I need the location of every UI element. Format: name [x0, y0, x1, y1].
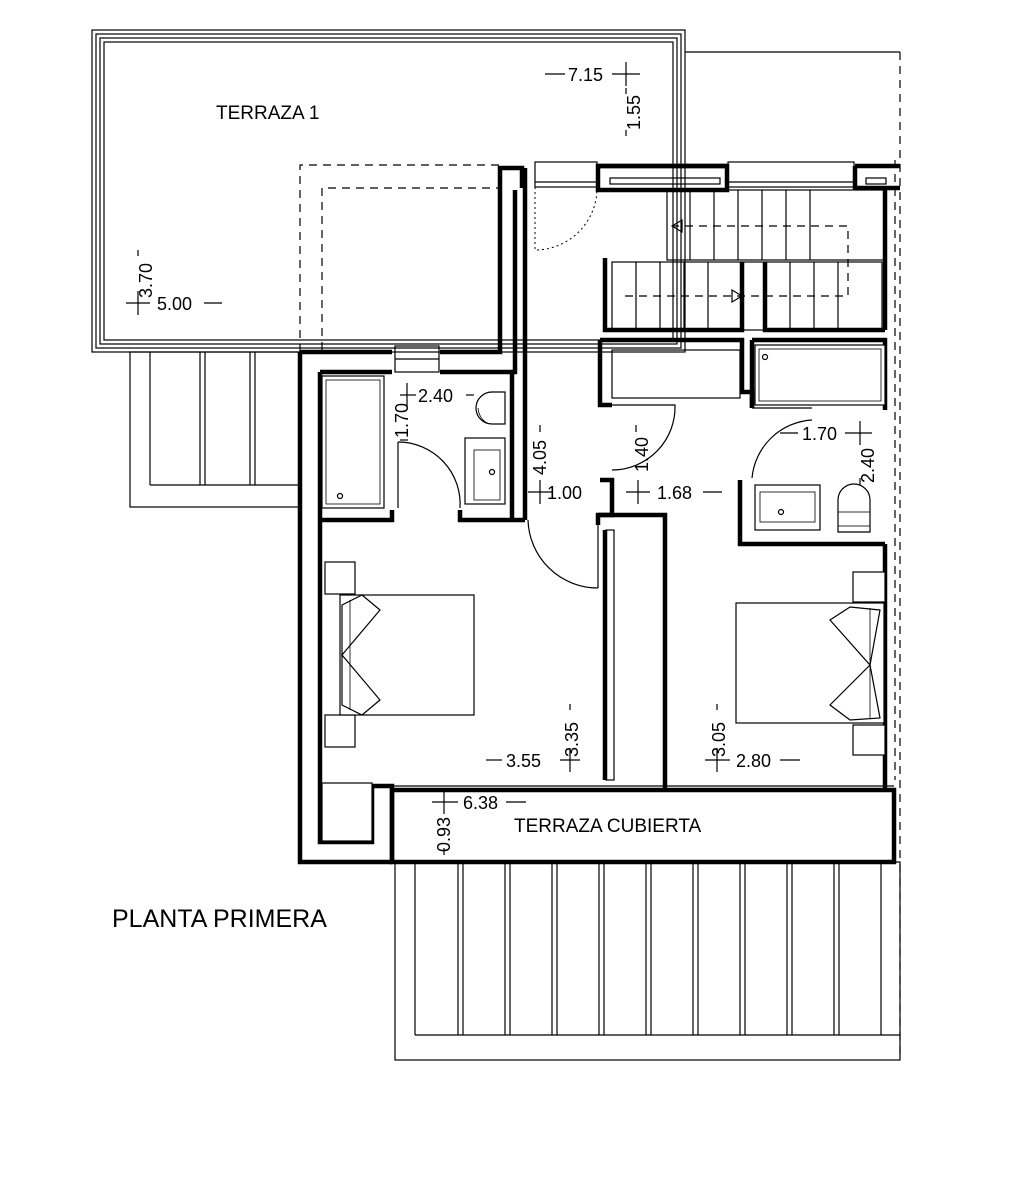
- dim-bath2-width: 1.70: [802, 424, 837, 444]
- dim-bath1-height: 1.70: [392, 403, 412, 438]
- dim-bed2-height: 3.05: [709, 722, 729, 757]
- dim-bath2-height: 2.40: [858, 448, 878, 483]
- terraza-1-pergola: [129, 351, 301, 508]
- dim-hall-width: 1.00: [547, 483, 582, 503]
- dim-hall-height: 4.05: [530, 440, 550, 475]
- terraza-cubierta-label: TERRAZA CUBIERTA: [514, 816, 702, 837]
- dim-terraza-cubierta-height: 0.93: [434, 817, 454, 852]
- windows: [394, 161, 887, 373]
- dim-terraza1-width: 5.00: [157, 294, 192, 314]
- bath-2-fixtures: [754, 344, 886, 533]
- bed-2: [735, 571, 886, 756]
- dim-terraza-cubierta-width: 6.38: [463, 793, 498, 813]
- terraza-1-label: TERRAZA 1: [216, 103, 319, 124]
- dim-corridor-width: 1.68: [657, 483, 692, 503]
- dim-terraza1-top-width: 7.15: [568, 65, 603, 85]
- dimension-ticks: [126, 62, 872, 855]
- staircase: [611, 189, 886, 331]
- bed-1: [321, 561, 475, 842]
- bath-1-fixtures: [321, 375, 506, 509]
- plan-title: PLANTA PRIMERA: [112, 905, 327, 933]
- dim-bed1-width: 3.55: [506, 751, 541, 771]
- south-pergola: [394, 861, 901, 1061]
- dim-bed2-width: 2.80: [736, 751, 771, 771]
- dim-bath1-width: 2.40: [418, 386, 453, 406]
- wardrobes: [605, 349, 741, 781]
- doors: [397, 186, 813, 589]
- dim-terraza1-top-height: 1.55: [624, 95, 644, 130]
- dim-terraza1-height: 3.70: [136, 263, 156, 298]
- dim-door-height: 1.40: [632, 437, 652, 472]
- dim-bed1-height: 3.35: [562, 722, 582, 757]
